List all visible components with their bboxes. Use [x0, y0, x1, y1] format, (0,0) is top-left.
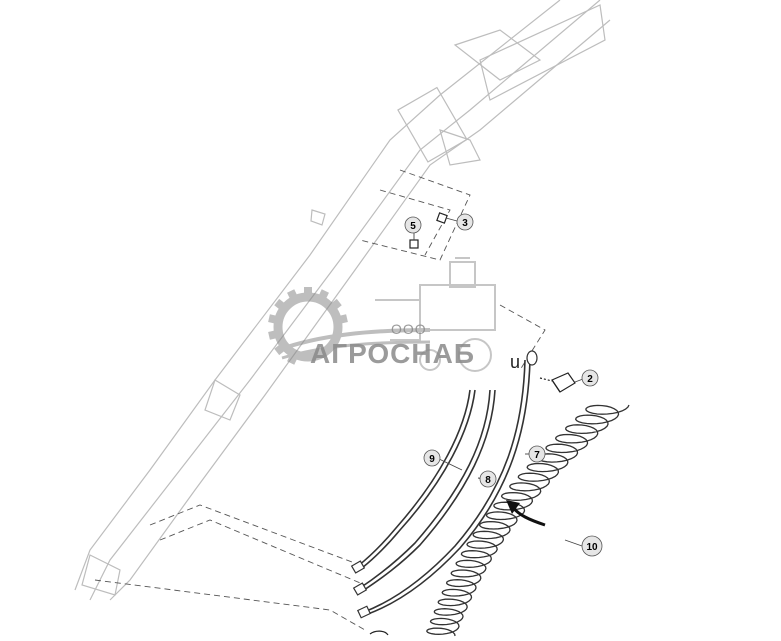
gear-tooth [268, 314, 279, 325]
boom-outline [74, 0, 611, 601]
gear-tooth [274, 298, 287, 311]
gear-tooth [337, 314, 348, 325]
gear-tooth [329, 298, 342, 311]
callout-3: 3 [456, 213, 474, 231]
field-stripes [277, 328, 431, 352]
callout-label: 7 [534, 450, 540, 461]
hose-8 [363, 389, 496, 591]
hose-fittings [350, 350, 538, 619]
hose-group [357, 359, 531, 615]
cap-part [551, 372, 576, 393]
callout-label: 3 [462, 218, 468, 229]
small-parts [369, 212, 576, 636]
callout-group: 2 3 5 7 8 9 10 [404, 213, 603, 557]
callout-label: 10 [586, 542, 598, 553]
combine-harvester-icon [375, 257, 496, 372]
callout-2: 2 [581, 369, 599, 387]
callout-7: 7 [528, 445, 546, 463]
hose-7 [367, 359, 531, 615]
fitting-part-5 [409, 239, 419, 249]
gear-tooth [304, 287, 312, 296]
callout-5: 5 [404, 216, 422, 234]
watermark-prefix: ООО [391, 321, 427, 337]
coiled-hose [426, 404, 630, 637]
watermark-brand: АГРОСНАБ [310, 338, 475, 369]
watermark-logo [268, 257, 496, 372]
dashed-lines [94, 169, 546, 631]
callout-label: 2 [587, 374, 593, 385]
callout-label: 9 [429, 454, 435, 465]
gear-tooth [317, 289, 329, 301]
direction-arrow [506, 500, 546, 527]
callout-label: 5 [410, 221, 416, 232]
callout-label: 8 [485, 475, 491, 486]
gear-tooth [287, 289, 299, 301]
callout-10: 10 [581, 535, 603, 557]
fitting-part-3 [436, 212, 448, 224]
hose-9 [361, 389, 476, 569]
hose-7-inner [363, 359, 526, 613]
gear-tooth [268, 329, 279, 340]
u-marker: u [510, 352, 521, 372]
hose-8-inner [359, 389, 491, 589]
callout-8: 8 [479, 470, 497, 488]
gear-icon [268, 287, 348, 365]
callout-9: 9 [423, 449, 441, 467]
hose-9-inner [357, 389, 471, 567]
